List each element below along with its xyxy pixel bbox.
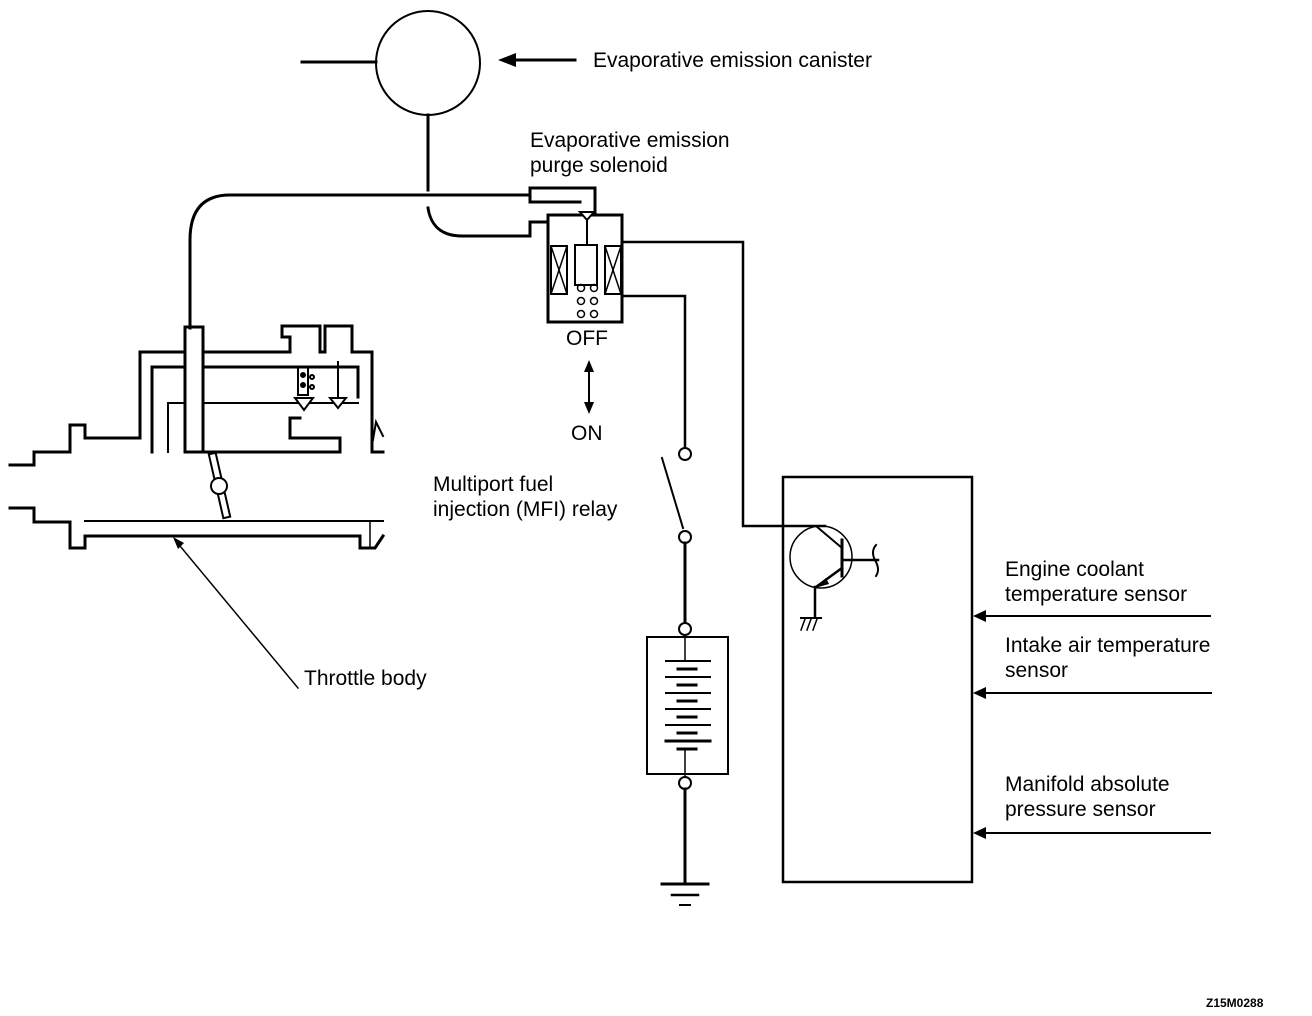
map-sensor-label-line1: Manifold absolute [1005, 773, 1170, 796]
throttle-body-label: Throttle body [304, 667, 427, 690]
solenoid-on-label: ON [571, 422, 603, 445]
purge-solenoid-label-line1: Evaporative emission [530, 129, 730, 152]
mfi-relay-switch [660, 447, 692, 636]
canister-label: Evaporative emission canister [593, 49, 872, 72]
wire-solenoid-to-ecu [620, 240, 827, 528]
relay-label-line2: injection (MFI) relay [433, 498, 618, 521]
ect-sensor-label-line1: Engine coolant [1005, 558, 1144, 581]
solenoid-off-label: OFF [566, 327, 608, 350]
ecu [781, 475, 974, 884]
purge-solenoid-label-line2: purge solenoid [530, 154, 668, 177]
ect-sensor-label-line2: temperature sensor [1005, 583, 1188, 606]
iat-sensor-label-line1: Intake air temperature [1005, 634, 1211, 657]
ground-symbol [660, 882, 710, 906]
throttle-body-leader-arrow [173, 537, 184, 549]
purge-solenoid [528, 186, 624, 324]
figure-code: Z15M0288 [1206, 996, 1264, 1010]
canister-pointer-arrow [498, 53, 577, 67]
ect-input-arrow [973, 610, 1211, 622]
canister [300, 10, 481, 192]
throttle-body [8, 324, 386, 550]
battery [646, 634, 729, 884]
vacuum-hose-return [426, 206, 532, 238]
transistor [789, 524, 880, 631]
throttle-body-leader-line [173, 538, 300, 690]
map-input-arrow [973, 827, 1211, 839]
throttle-body-internal-valve [293, 361, 349, 412]
vacuum-hose-canister [188, 193, 530, 330]
map-sensor-label-line2: pressure sensor [1005, 798, 1156, 821]
off-on-arrow [584, 360, 594, 414]
relay-label-line1: Multiport fuel [433, 473, 554, 496]
throttle-valve [207, 451, 232, 520]
iat-sensor-label-line2: sensor [1005, 659, 1069, 682]
iat-input-arrow [973, 687, 1212, 699]
wire-solenoid-to-relay [620, 294, 687, 449]
